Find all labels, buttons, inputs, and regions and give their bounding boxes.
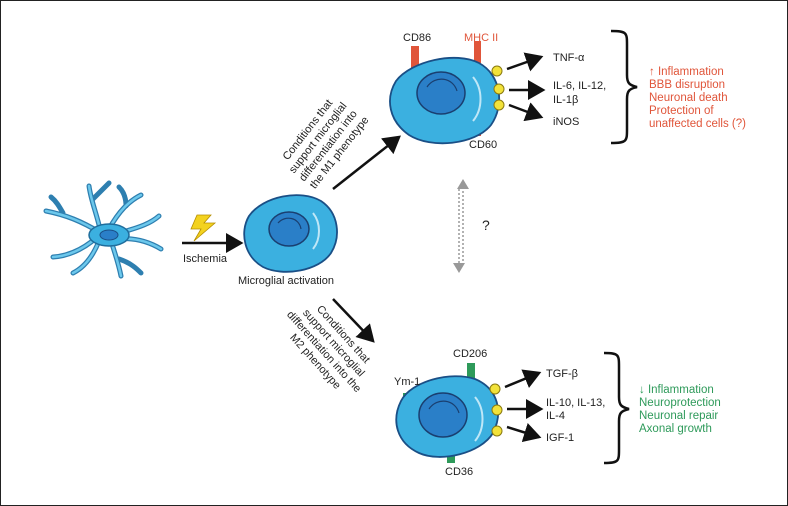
m2-effects: ↓ Inflammation Neuroprotection Neuronal …	[639, 384, 721, 435]
arrow-to-m1	[332, 135, 401, 190]
lightning-icon	[190, 214, 217, 242]
m1-mediator-inos: iNOS	[553, 116, 579, 128]
cd86-label: CD86	[403, 32, 431, 44]
m1-microglia-cell	[389, 41, 505, 145]
m1-bracket	[610, 29, 638, 145]
m2-microglia-cell	[395, 363, 503, 463]
m1-effects: ↑ Inflammation BBB disruption Neuronal d…	[649, 66, 746, 130]
reversible-polarization-arrow	[453, 179, 469, 273]
question-mark: ?	[482, 217, 490, 233]
m1-mediator-il-line2: IL-1β	[553, 94, 578, 106]
mhc2-label: MHC II	[464, 32, 498, 44]
cd36-label: CD36	[445, 466, 473, 478]
m2-arrow-igf	[506, 422, 542, 443]
m1-arrow-inos	[508, 102, 544, 122]
cd60-label: CD60	[469, 139, 497, 151]
m2-bracket	[603, 351, 630, 465]
cd206-marker	[467, 363, 475, 381]
m1-condition-text: Conditions that support microglial diffe…	[277, 90, 372, 192]
cd86-marker	[411, 46, 419, 68]
m1-mediator-tnf: TNF-α	[553, 52, 585, 64]
ischemia-label: Ischemia	[183, 253, 228, 265]
m1-effect: ↑ Inflammation	[649, 66, 724, 78]
m1-effect: BBB disruption	[649, 79, 725, 91]
m2-effect: Axonal growth	[639, 423, 712, 435]
m1-mediator-il-line1: IL-6, IL-12,	[553, 80, 606, 92]
m2-arrow-tgf	[504, 369, 542, 389]
m2-condition-text: Conditions that support microglial diffe…	[275, 291, 385, 405]
m1-effect: Protection of	[649, 105, 714, 117]
m2-mediator-il-line1: IL-10, IL-13,	[546, 397, 605, 409]
m1-arrow-tnf	[506, 52, 544, 72]
m2-mediator-tgf: TGF-β	[546, 368, 578, 380]
ym1-label: Ym-1	[394, 376, 420, 388]
activation-label: Microglial activation	[238, 275, 334, 287]
arrow-to-m2	[332, 298, 375, 343]
activated-microglia-cell	[243, 194, 338, 273]
resting-microglia-icon	[43, 180, 164, 279]
m1-effect: Neuronal death	[649, 92, 728, 104]
m2-effect: ↓ Inflammation	[639, 384, 714, 396]
m2-effect: Neuronal repair	[639, 410, 718, 422]
mhc2-marker	[474, 41, 481, 63]
m2-mediator-il-line2: IL-4	[546, 410, 565, 422]
m2-effect: Neuroprotection	[639, 397, 721, 409]
m2-mediator-igf: IGF-1	[546, 432, 574, 444]
cd206-label: CD206	[453, 348, 487, 360]
m1-effect: unaffected cells (?)	[649, 118, 746, 130]
